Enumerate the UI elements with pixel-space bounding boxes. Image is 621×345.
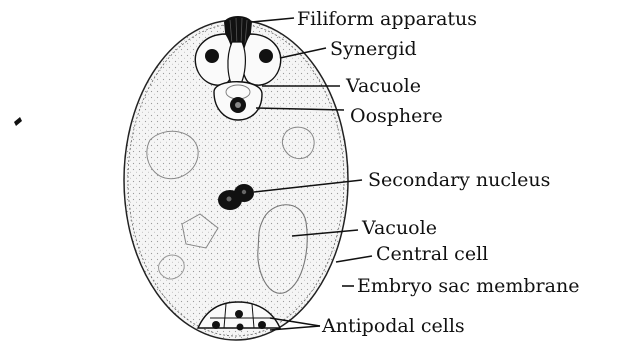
label-vacuole-top: Vacuole <box>345 75 421 97</box>
label-secondary-nucleus: Secondary nucleus <box>368 169 550 191</box>
label-synergid: Synergid <box>330 38 417 60</box>
synergid-nucleus-right <box>259 49 273 63</box>
label-vacuole-mid: Vacuole <box>361 217 437 239</box>
antipodal-nucleus-3 <box>258 321 266 329</box>
synergid-nucleus-left <box>205 49 219 63</box>
pointer-filiform <box>252 18 294 22</box>
label-antipodal-cells: Antipodal cells <box>321 315 465 337</box>
secondary-nucleolus-a <box>227 197 232 202</box>
stray-mark <box>14 117 22 126</box>
label-embryo-sac-membrane: Embryo sac membrane <box>357 275 579 297</box>
antipodal-nucleus-4 <box>237 324 244 331</box>
antipodal-nucleus-2 <box>235 310 243 318</box>
label-oosphere: Oosphere <box>350 105 443 127</box>
antipodal-nucleus-1 <box>212 321 220 329</box>
pointer-central-cell <box>336 256 372 262</box>
oosphere-nucleolus <box>235 102 241 108</box>
label-central-cell: Central cell <box>376 243 488 265</box>
label-filiform-apparatus: Filiform apparatus <box>297 8 477 30</box>
secondary-nucleolus-b <box>242 190 246 194</box>
